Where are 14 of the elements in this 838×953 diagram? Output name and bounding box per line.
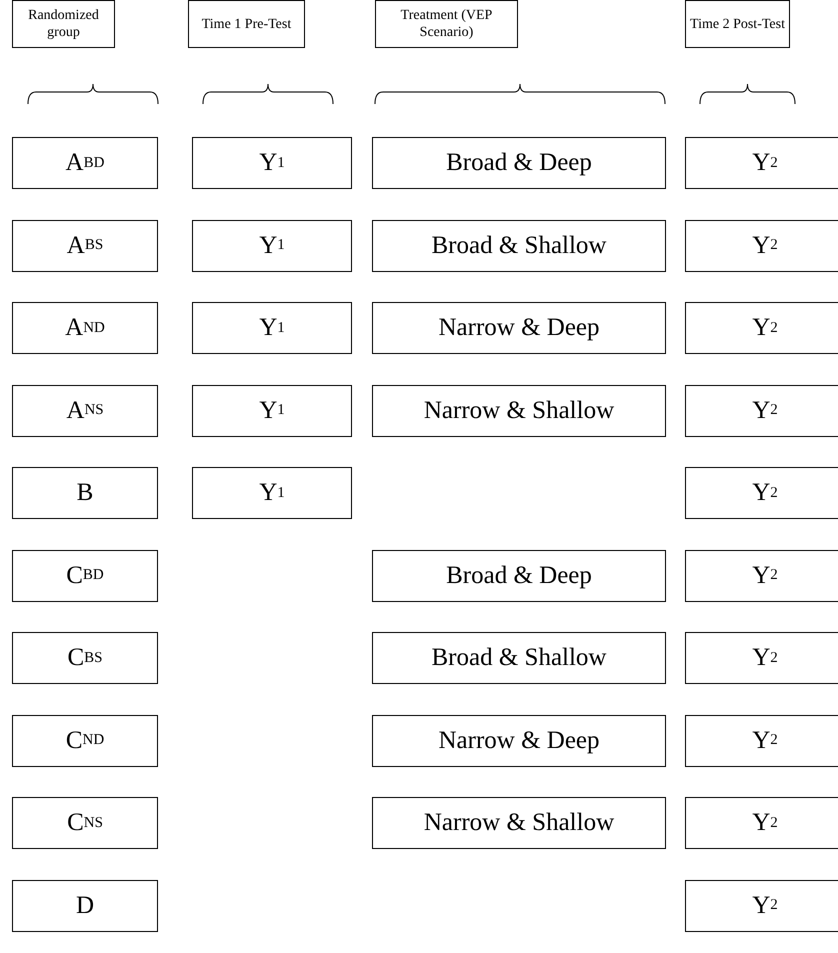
table-cell-box: Broad & Deep: [372, 550, 666, 602]
table-cell-box: Broad & Shallow: [372, 632, 666, 684]
column-header-box: Time 1 Pre-Test: [188, 0, 305, 48]
table-cell-box: Narrow & Shallow: [372, 797, 666, 849]
table-cell-box: Broad & Deep: [372, 137, 666, 189]
table-cell-box: Narrow & Deep: [372, 714, 666, 766]
table-cell-box: Narrow & Deep: [372, 302, 666, 354]
table-cell-box: B: [12, 467, 158, 519]
column-header-box: Randomized group: [12, 0, 115, 48]
column-header-box: Treatment (VEP Scenario): [375, 0, 518, 48]
table-cell-box: Broad & Shallow: [372, 220, 666, 272]
table-cell-box: D: [12, 880, 158, 932]
column-header-box: Time 2 Post-Test: [685, 0, 790, 48]
table-cell-box: Narrow & Shallow: [372, 384, 666, 436]
